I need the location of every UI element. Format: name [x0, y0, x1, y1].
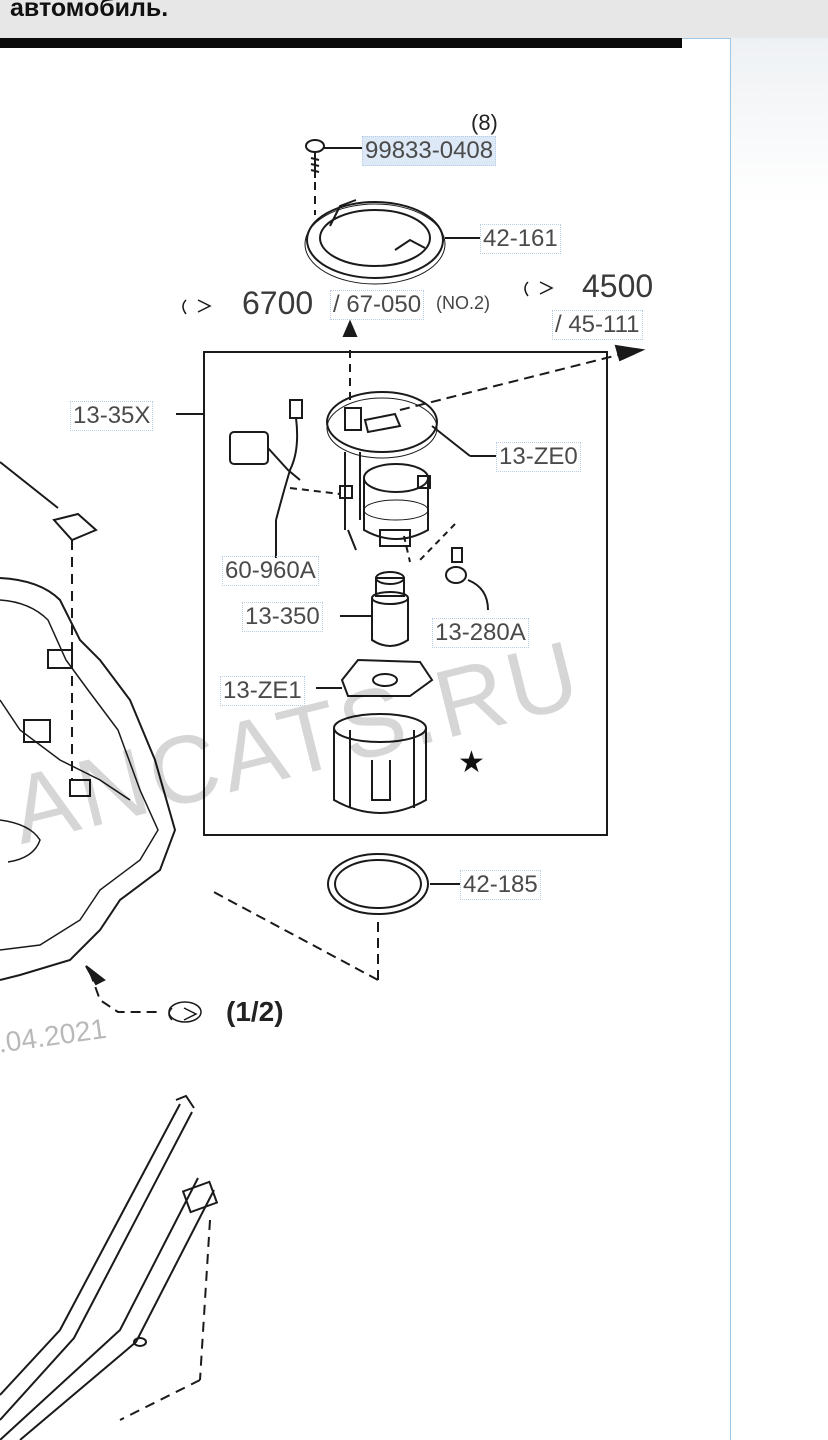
pump-cover-part [326, 391, 496, 459]
label-pump-cover[interactable]: 13-ZE0 [496, 442, 581, 472]
gasket-part [209, 853, 460, 981]
fuel-tank-part [0, 461, 202, 1023]
pressure-regulator-part [419, 523, 489, 611]
label-quantity: (8) [471, 110, 498, 135]
label-ref-6700[interactable]: 6700 [242, 285, 314, 321]
right-side-panel [731, 38, 828, 1440]
filler-pipe-part [0, 1094, 219, 1440]
label-pressure-regulator[interactable]: 13-280A [432, 618, 529, 648]
label-tank-ref[interactable]: (1/2) [226, 996, 284, 1027]
label-gasket[interactable]: 42-185 [460, 870, 541, 900]
label-bolt[interactable]: 99833-0408 [362, 136, 497, 166]
star-icon: ★ [458, 746, 485, 779]
retainer-ring-part [304, 199, 480, 285]
pump-body-part [339, 452, 431, 563]
header-rule [0, 38, 682, 48]
label-fuel-sender[interactable]: 60-960A [222, 556, 319, 586]
panel-top-border [682, 38, 730, 39]
label-ref-4500[interactable]: 4500 [582, 268, 654, 304]
label-pump-assembly[interactable]: 13-35X [70, 401, 154, 431]
label-ref-4500-sub[interactable]: / 45-111 [552, 310, 643, 340]
fuel-filter-part [316, 658, 434, 697]
fuel-sender-part [229, 399, 341, 558]
header-title: автомобиль. [10, 0, 169, 22]
reservoir-cup-part [333, 713, 427, 814]
label-fuel-filter[interactable]: 13-ZE1 [220, 676, 305, 706]
label-ref-6700-sub[interactable]: / 67-050 [330, 290, 425, 320]
label-fuel-pump[interactable]: 13-350 [242, 602, 323, 632]
label-retainer-ring[interactable]: 42-161 [480, 224, 561, 254]
bolt-part [305, 139, 362, 215]
panel-border [730, 38, 731, 1440]
label-ref-6700-note: (NO.2) [436, 293, 490, 313]
fuel-pump-part [340, 571, 409, 647]
